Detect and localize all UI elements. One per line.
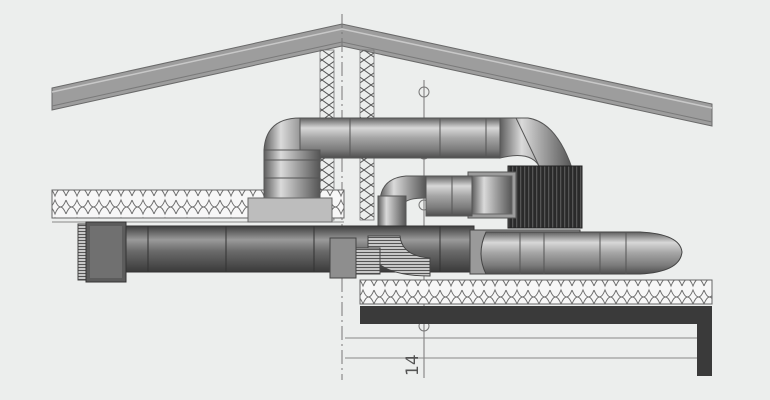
roof — [51, 23, 713, 127]
dimension-label: 14 — [403, 354, 423, 376]
right-lower-duct — [469, 229, 683, 275]
left-terminal — [77, 221, 127, 283]
shaft-sleeve — [329, 237, 357, 279]
ventilation-unit — [467, 165, 583, 229]
insulation-layer-lower — [359, 279, 713, 305]
floor-slab — [360, 306, 712, 376]
middle-duct — [377, 175, 473, 237]
flex-duct — [355, 235, 431, 277]
upper-duct — [263, 117, 573, 203]
roof-collar — [247, 197, 333, 223]
